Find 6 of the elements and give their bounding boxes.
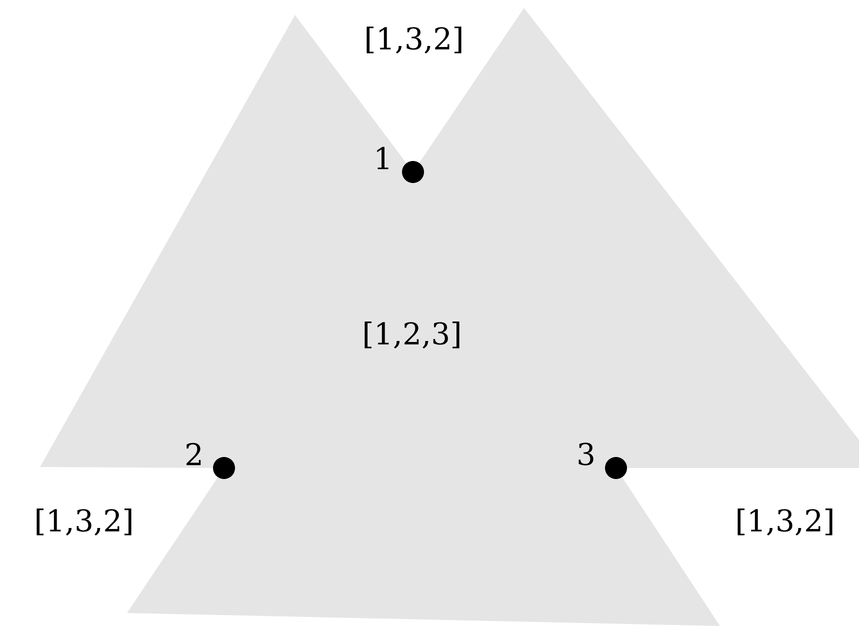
point-number: 1: [377, 146, 388, 170]
point-number: 3: [578, 442, 594, 466]
point-dot: [402, 161, 424, 183]
point-number: 2: [186, 442, 201, 466]
point-dot: [213, 457, 235, 479]
point-dot: [605, 457, 627, 479]
